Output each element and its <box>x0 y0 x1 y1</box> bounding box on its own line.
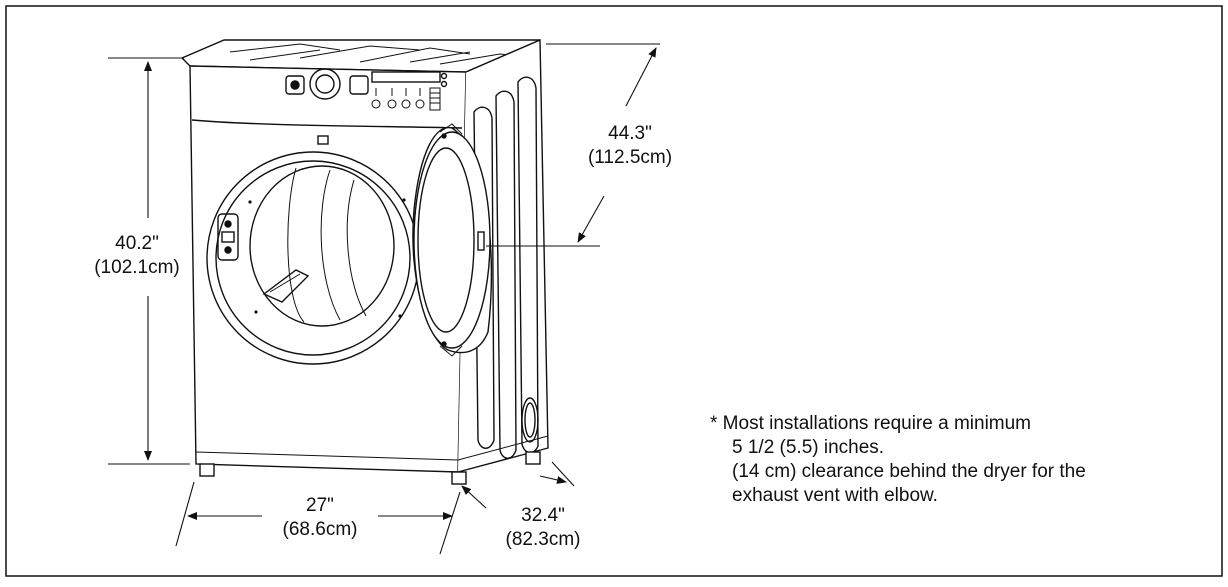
depth-door-label: 44.3" (112.5cm) <box>574 122 686 170</box>
clearance-note: * Most installations require a minimum 5… <box>710 412 1086 508</box>
side-vent <box>521 397 539 443</box>
dryer-illustration <box>180 38 549 485</box>
width-inches: 27" <box>306 495 334 516</box>
note-line-3: (14 cm) clearance behind the dryer for t… <box>732 461 1086 482</box>
depth-door-arrow-down <box>577 195 605 243</box>
panel-display <box>371 71 441 83</box>
note-line-2: 5 1/2 (5.5) inches. <box>732 437 885 458</box>
note-line-1: * Most installations require a minimum <box>710 413 1032 434</box>
dryer-side <box>457 38 549 473</box>
depth-door-arrow-up <box>625 47 657 107</box>
width-cm: (68.6cm) <box>282 519 358 540</box>
width-label: 27" (68.6cm) <box>262 494 378 542</box>
height-label: 40.2" (102.1cm) <box>78 232 196 280</box>
depth-label: 32.4" (82.3cm) <box>488 504 598 552</box>
height-cm: (102.1cm) <box>94 257 180 278</box>
depth-arrow-right <box>539 475 567 484</box>
foot-front-right <box>451 471 467 485</box>
open-door <box>412 123 493 357</box>
height-inches: 40.2" <box>115 233 159 254</box>
drum-interior <box>249 165 395 327</box>
panel-button-right <box>349 75 369 95</box>
cycle-dial <box>309 68 341 100</box>
outer-border <box>5 5 1223 577</box>
depth-inches: 32.4" <box>521 505 565 526</box>
hinge-plate <box>217 213 239 261</box>
lint-filter <box>262 269 310 303</box>
note-line-4: exhaust vent with elbow. <box>732 485 938 506</box>
foot-rear <box>525 451 541 465</box>
foot-front-left <box>199 463 215 477</box>
depth-door-cm: (112.5cm) <box>587 147 673 168</box>
dimension-lines <box>108 43 660 555</box>
depth-door-inches: 44.3" <box>608 123 652 144</box>
side-rib-1 <box>473 106 495 449</box>
panel-button-left <box>285 75 305 95</box>
depth-cm: (82.3cm) <box>505 529 581 550</box>
depth-arrow-left <box>461 485 487 509</box>
